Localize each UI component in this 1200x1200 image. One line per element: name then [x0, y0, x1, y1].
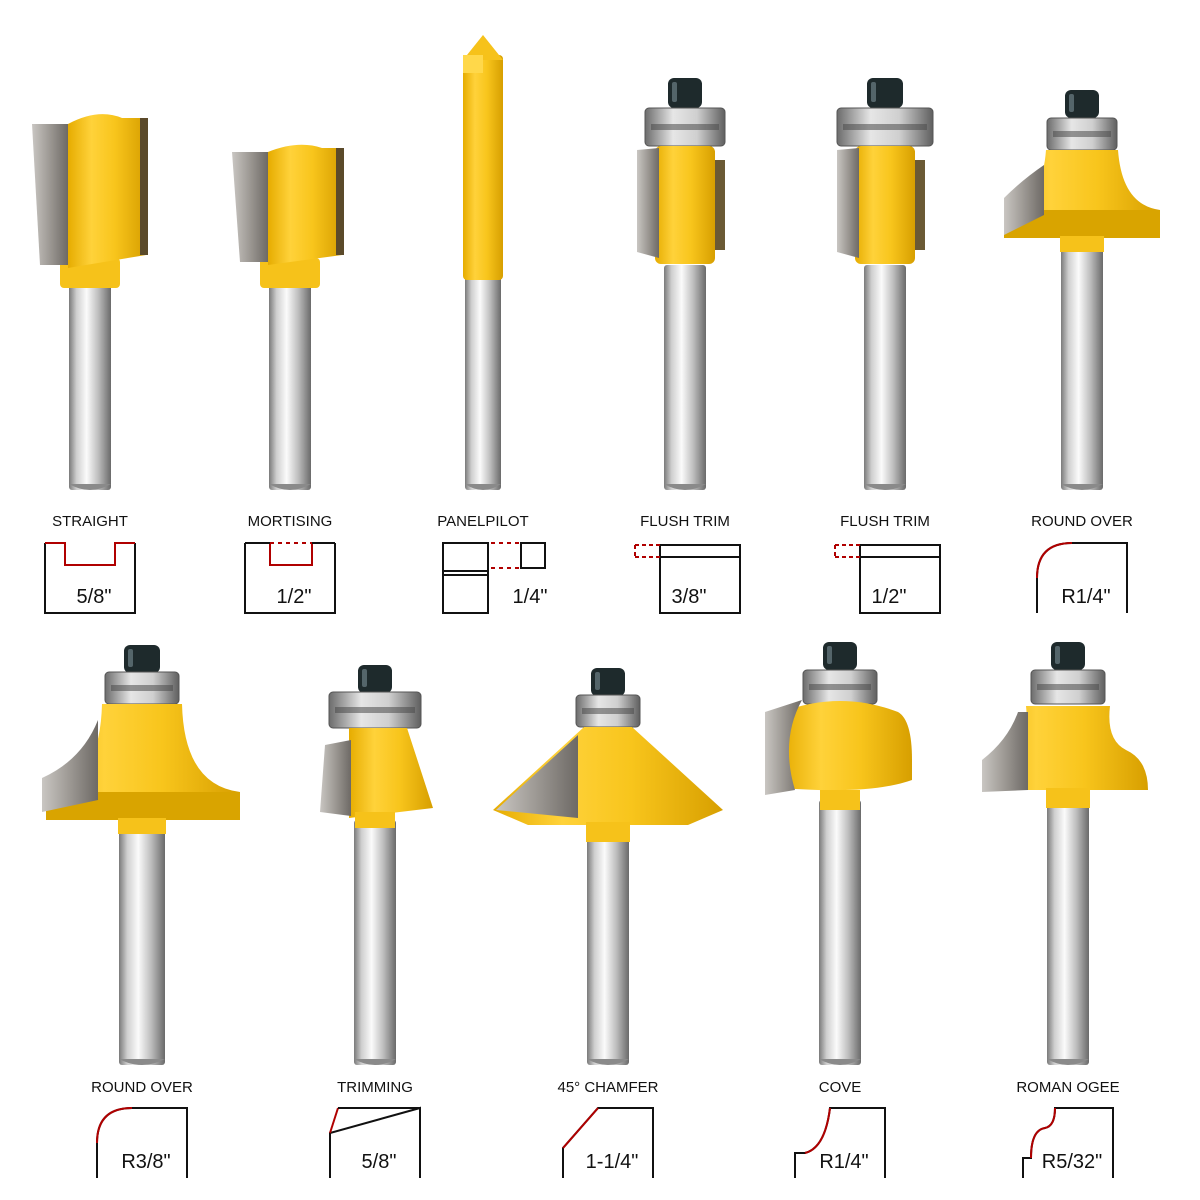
- bit-size-label: R3/8": [121, 1151, 170, 1173]
- bit-name-label: FLUSH TRIM: [840, 513, 930, 530]
- trimming-profile-icon: [329, 1106, 421, 1178]
- flush-trim-profile-icon: [634, 544, 741, 614]
- router-bit-mortising: [232, 144, 344, 490]
- router-bit-trimming: [320, 665, 433, 1065]
- bit-size-label: 1/2": [872, 586, 907, 608]
- bit-name-label: TRIMMING: [337, 1079, 413, 1096]
- router-bit-ogee: [982, 642, 1148, 1065]
- router-bit-straight: [32, 114, 148, 490]
- bit-size-label: 1/2": [277, 586, 312, 608]
- mortising-profile-icon: [244, 542, 336, 614]
- bit-size-label: R1/4": [1061, 586, 1110, 608]
- router-bit-roundover: [42, 645, 240, 1065]
- router-bit-chamfer: [493, 668, 723, 1065]
- bit-name-label: ROUND OVER: [91, 1079, 193, 1096]
- bit-size-label: 1-1/4": [586, 1151, 639, 1173]
- bit-name-label: ROMAN OGEE: [1016, 1079, 1119, 1096]
- router-bit-panelpilot: [463, 35, 503, 490]
- bit-name-label: COVE: [819, 1079, 862, 1096]
- bit-name-label: MORTISING: [248, 513, 333, 530]
- bit-name-label: STRAIGHT: [52, 513, 128, 530]
- router-bit-flush: [637, 78, 726, 490]
- bit-size-label: R1/4": [819, 1151, 868, 1173]
- bit-name-label: 45° CHAMFER: [557, 1079, 658, 1096]
- flush-trim-profile-icon: [834, 544, 941, 614]
- bit-size-label: 3/8": [672, 586, 707, 608]
- bit-size-label: R5/32": [1042, 1151, 1102, 1173]
- round-over-profile-icon: [1036, 542, 1128, 613]
- router-bit-roundover: [1004, 90, 1160, 490]
- panelpilot-profile-icon: [442, 542, 546, 614]
- bit-size-label: 5/8": [77, 586, 112, 608]
- bit-size-label: 1/4": [513, 586, 548, 608]
- cove-profile-icon: [794, 1107, 886, 1178]
- bit-name-label: PANELPILOT: [437, 513, 528, 530]
- bit-name-label: ROUND OVER: [1031, 513, 1133, 530]
- router-bit-flush: [836, 78, 934, 490]
- straight-profile-icon: [44, 542, 136, 614]
- bit-name-label: FLUSH TRIM: [640, 513, 730, 530]
- roman-ogee-profile-icon: [1022, 1107, 1114, 1178]
- bit-size-label: 5/8": [362, 1151, 397, 1173]
- router-bit-cove: [765, 642, 912, 1065]
- round-over-profile-icon: [96, 1107, 188, 1178]
- chamfer-profile-icon: [562, 1107, 654, 1178]
